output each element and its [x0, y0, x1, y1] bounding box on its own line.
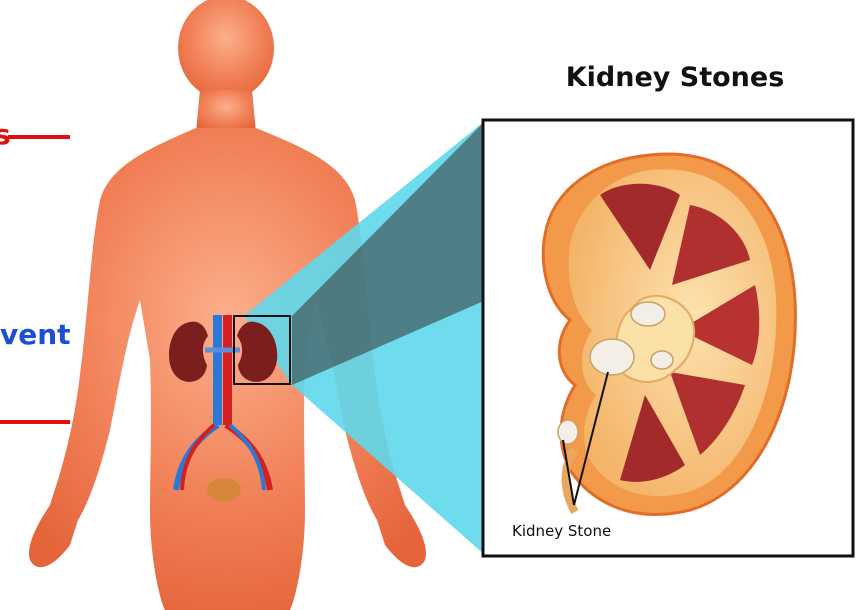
- kidney-cross-section: [543, 154, 795, 514]
- left-fragment-top: s: [0, 118, 11, 151]
- kidney-stone-4: [558, 420, 578, 444]
- kidney-stone-2: [651, 351, 673, 369]
- kidney-stone-3: [590, 339, 634, 375]
- diagram-title: Kidney Stones: [510, 62, 840, 93]
- kidney-stone-label: Kidney Stone: [512, 522, 611, 540]
- kidney-stone-1: [631, 302, 665, 326]
- left-fragment-middle: vent: [0, 318, 71, 351]
